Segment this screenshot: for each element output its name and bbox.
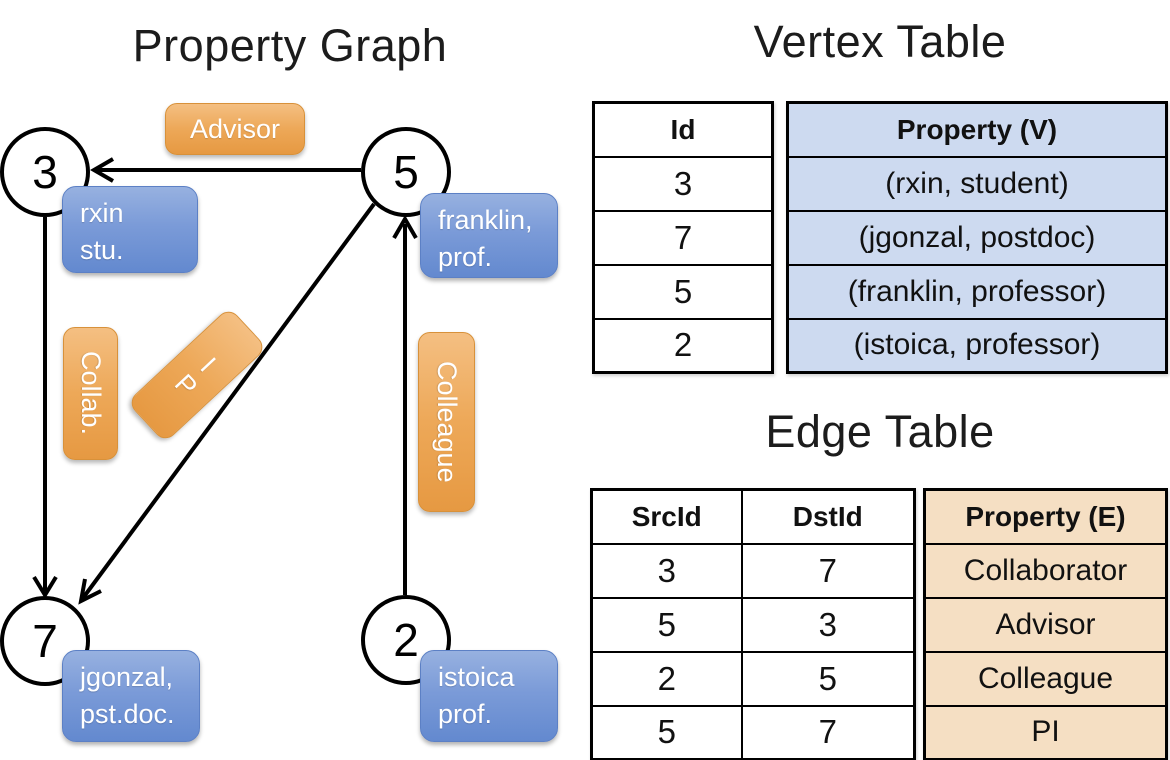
edge-line-5-7 — [81, 202, 376, 600]
vertex-property-label-2: istoica prof. — [420, 650, 558, 742]
vertex-property-line: prof. — [438, 242, 493, 273]
table-row: (franklin, professor) — [786, 263, 1168, 320]
vertex-table-header-id: Id — [592, 101, 774, 158]
vertex-property-label-5: franklin, prof. — [420, 193, 558, 278]
vertex-property-line: istoica — [438, 662, 515, 692]
table-row: (istoica, professor) — [786, 317, 1168, 374]
edge-label-text: I — [194, 351, 222, 378]
vertex-property-line: pst.doc. — [80, 699, 175, 730]
edge-label-advisor: Advisor — [165, 103, 305, 155]
vertex-property-line: prof. — [438, 699, 493, 730]
edge-table-property-column: Property (E) Collaborator Advisor Collea… — [923, 488, 1168, 760]
table-row: 5 — [592, 263, 774, 320]
edge-table-title: Edge Table — [765, 406, 995, 457]
table-row: 3 7 — [590, 542, 916, 599]
arrowhead-into-3-icon — [90, 157, 115, 183]
vertex-property-label-7: jgonzal, pst.doc. — [62, 650, 200, 742]
vertex-property-label-3: rxin stu. — [62, 186, 198, 273]
arrowhead-into-7-icon — [32, 575, 58, 599]
arrowhead-into-7-diag-icon — [78, 578, 102, 605]
edge-label-collab: Collab. — [63, 327, 118, 460]
edge-label-colleague: Colleague — [418, 332, 475, 512]
edge-label-text: Colleague — [432, 361, 462, 483]
table-row: Colleague — [923, 650, 1168, 707]
vertex-node-2: 2 — [361, 595, 451, 685]
edge-table-id-columns: SrcId DstId 3 7 5 3 2 5 5 7 — [590, 488, 916, 760]
table-row: Advisor — [923, 596, 1168, 653]
edge-table-header-srcid: SrcId — [590, 488, 743, 545]
vertex-property-line: rxin — [80, 198, 124, 228]
table-row: (jgonzal, postdoc) — [786, 209, 1168, 266]
vertex-table-title: Vertex Table — [753, 16, 1007, 67]
edge-table-header-property: Property (E) — [923, 488, 1168, 545]
vertex-id: 3 — [32, 146, 58, 198]
vertex-property-line: franklin, — [438, 205, 533, 235]
table-row: 3 — [592, 155, 774, 212]
edge-label-text: Collab. — [76, 351, 106, 436]
vertex-id: 5 — [393, 146, 419, 198]
table-row: (rxin, student) — [786, 155, 1168, 212]
table-row: PI — [923, 704, 1168, 760]
vertex-id: 2 — [393, 614, 419, 666]
graph-edges — [32, 157, 418, 605]
table-row: 5 3 — [590, 596, 916, 653]
arrowhead-into-5-icon — [392, 215, 418, 240]
edge-label-text: Advisor — [189, 113, 281, 144]
edge-table-header-dstid: DstId — [740, 488, 916, 545]
vertex-table-header-property: Property (V) — [786, 101, 1168, 158]
table-row: 5 7 — [590, 704, 916, 760]
vertex-property-line: stu. — [80, 235, 124, 266]
table-row: 2 — [592, 317, 774, 374]
table-row: 7 — [592, 209, 774, 266]
vertex-table-property-column: Property (V) (rxin, student) (jgonzal, p… — [786, 101, 1168, 374]
table-row: Collaborator — [923, 542, 1168, 599]
property-graph-title: Property Graph — [132, 20, 448, 71]
vertex-table-id-column: Id 3 7 5 2 — [592, 101, 774, 374]
vertex-property-line: jgonzal, — [80, 662, 174, 692]
vertex-id: 7 — [32, 615, 58, 667]
table-row: 2 5 — [590, 650, 916, 707]
